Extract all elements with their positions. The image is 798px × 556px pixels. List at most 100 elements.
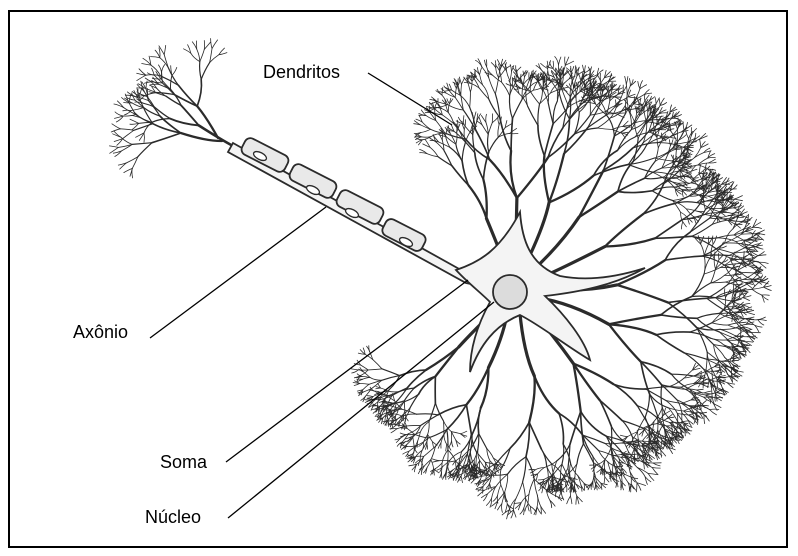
branch-segment	[565, 57, 566, 65]
leader-line-axon	[150, 207, 326, 338]
branch-segment	[682, 400, 692, 404]
branch-segment	[622, 483, 623, 490]
branch-segment	[618, 191, 652, 193]
branch-segment	[764, 287, 772, 290]
leader-line-nucleus	[228, 302, 494, 518]
branch-segment	[404, 425, 405, 430]
branch-segment	[514, 510, 517, 517]
branch-segment	[605, 214, 643, 247]
branch-segment	[164, 45, 166, 54]
branch-segment	[650, 394, 658, 415]
branch-segment	[648, 474, 654, 481]
branch-segment	[152, 68, 155, 75]
branch-segment	[462, 78, 465, 84]
branch-segment	[516, 72, 517, 82]
branch-segment	[548, 103, 553, 124]
branch-segment	[422, 122, 430, 129]
myelin-sheath-2	[288, 162, 339, 200]
branch-segment	[509, 96, 512, 119]
branch-segment	[684, 125, 692, 131]
branch-segment	[361, 365, 369, 370]
branch-segment	[358, 379, 363, 381]
branch-segment	[528, 106, 538, 126]
branch-segment	[489, 137, 498, 152]
branch-segment	[630, 81, 635, 86]
branch-segment	[109, 146, 118, 148]
branch-segment	[470, 92, 471, 108]
branch-segment	[452, 166, 469, 186]
branch-segment	[559, 57, 561, 65]
branch-segment	[605, 477, 609, 482]
branch-segment	[692, 283, 711, 297]
branch-segment	[481, 116, 486, 123]
branch-segment	[617, 260, 665, 285]
branch-segment	[387, 391, 398, 392]
branch-segment	[655, 97, 656, 104]
branch-segment	[486, 114, 487, 122]
branch-segment	[544, 156, 549, 203]
branch-segment	[600, 400, 612, 426]
branch-segment	[131, 108, 143, 111]
branch-segment	[732, 360, 739, 361]
branch-segment	[637, 483, 638, 492]
branch-segment	[526, 457, 534, 479]
branch-segment	[529, 479, 534, 494]
branch-segment	[164, 55, 168, 68]
branch-segment	[584, 483, 585, 490]
nucleus	[493, 275, 527, 309]
branch-segment	[461, 476, 462, 482]
branch-segment	[523, 482, 526, 498]
branch-segment	[692, 296, 716, 298]
branch-segment	[427, 460, 431, 468]
branch-segment	[498, 504, 502, 510]
branch-segment	[752, 237, 760, 238]
branch-segment	[424, 447, 436, 457]
branch-segment	[655, 220, 682, 239]
branch-segment	[474, 112, 476, 121]
branch-segment	[617, 285, 668, 303]
branch-segment	[743, 298, 750, 301]
branch-segment	[653, 120, 654, 131]
branch-segment	[729, 248, 745, 256]
branch-segment	[470, 81, 472, 92]
branch-segment	[559, 414, 563, 444]
branch-segment	[444, 435, 447, 445]
branch-segment	[632, 444, 640, 445]
branch-segment	[363, 384, 369, 390]
branch-segment	[712, 323, 728, 325]
branch-segment	[446, 93, 455, 98]
branch-segment	[204, 42, 210, 49]
branch-segment	[472, 408, 481, 435]
branch-segment	[720, 332, 732, 343]
branch-segment	[501, 485, 504, 495]
branch-segment	[432, 459, 439, 461]
branch-segment	[605, 443, 621, 444]
branch-segment	[421, 137, 431, 138]
branch-segment	[117, 101, 123, 108]
branch-segment	[656, 335, 684, 353]
branch-segment	[717, 379, 718, 387]
branch-segment	[645, 95, 649, 101]
branch-segment	[697, 328, 708, 353]
branch-segment	[197, 79, 201, 106]
branch-segment	[396, 425, 406, 426]
branch-segment	[537, 507, 541, 514]
branch-segment	[667, 417, 675, 419]
branch-segment	[145, 78, 151, 82]
branch-segment	[695, 376, 703, 377]
branch-segment	[468, 83, 471, 92]
axon	[228, 136, 476, 285]
branch-segment	[530, 507, 531, 514]
branch-segment	[704, 268, 720, 275]
branch-segment	[598, 128, 613, 130]
branch-segment	[498, 485, 501, 496]
branch-segment	[734, 208, 741, 212]
branch-segment	[112, 124, 120, 129]
branch-segment	[450, 147, 462, 161]
branch-segment	[583, 435, 605, 443]
branch-segment	[712, 236, 713, 244]
branch-segment	[562, 444, 564, 464]
branch-segment	[510, 422, 529, 448]
branch-segment	[576, 496, 577, 504]
